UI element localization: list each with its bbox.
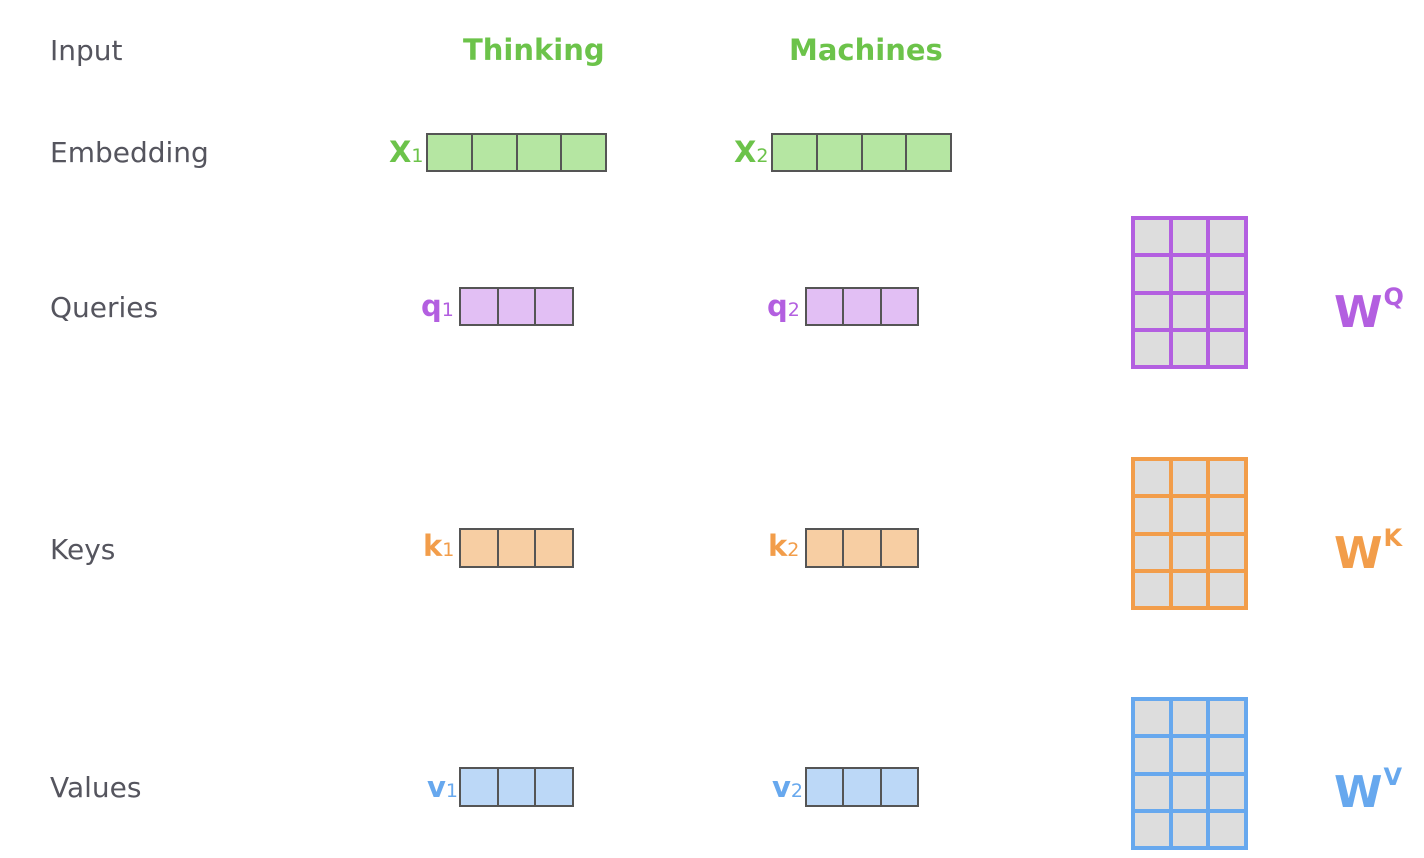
key-k2-cell [807,530,845,566]
matrix-cell [1172,572,1207,606]
row-label-input: Input [50,34,123,67]
embedding-x2-cell [907,135,950,170]
matrix-cell [1210,257,1244,291]
matrix-cell [1172,738,1207,772]
embedding-x1-cell [562,135,605,170]
matrix-cell [1172,498,1207,532]
matrix-cell [1172,220,1207,254]
matrix-cell [1172,535,1207,569]
matrix-cell [1135,775,1169,809]
input-word-thinking: Thinking [463,33,605,67]
matrix-cell [1210,701,1244,735]
weight-label-wk: WK [1334,524,1403,579]
query-q1-vector [459,287,574,326]
matrix-cell [1210,775,1244,809]
matrix-cell [1172,257,1207,291]
key-k1-cell [461,530,499,566]
value-v1-label: v1 [427,770,458,804]
query-q1-cell [461,289,499,324]
matrix-cell [1210,461,1244,495]
value-v1-cell [536,769,573,805]
key-k2-vector [805,528,919,568]
query-q2-cell [807,289,845,324]
row-label-embedding: Embedding [50,136,209,169]
embedding-x1-cell [472,135,518,170]
query-q1-cell [536,289,573,324]
query-q2-cell [844,289,882,324]
matrix-cell [1135,220,1169,254]
embedding-x1-vector [426,133,607,172]
row-label-values: Values [50,771,142,804]
embedding-x1-cell [428,135,473,170]
value-v2-cell [881,769,917,805]
embedding-x1-label: X1 [389,135,424,169]
value-v1-cell [461,769,499,805]
value-v2-label: v2 [772,770,803,804]
matrix-cell [1210,812,1244,846]
matrix-cell [1135,738,1169,772]
matrix-cell [1210,572,1244,606]
query-q2-cell [881,289,917,324]
row-label-queries: Queries [50,291,159,324]
embedding-x2-cell [862,135,908,170]
matrix-cell [1135,498,1169,532]
weight-matrix-wv [1131,697,1248,850]
key-k1-cell [536,530,573,566]
matrix-cell [1135,701,1169,735]
query-q2-vector [805,287,919,326]
weight-label-wq: WQ [1334,283,1404,338]
weight-matrix-wk [1131,457,1248,610]
value-v1-vector [459,767,574,807]
matrix-cell [1210,535,1244,569]
matrix-cell [1135,535,1169,569]
value-v2-vector [805,767,919,807]
embedding-x2-label: X2 [734,135,769,169]
embedding-x2-cell [773,135,818,170]
matrix-cell [1135,294,1169,328]
key-k2-cell [881,530,917,566]
matrix-cell [1135,257,1169,291]
key-k2-label: k2 [768,529,800,563]
query-q2-label: q2 [767,289,800,323]
matrix-cell [1172,294,1207,328]
key-k1-cell [498,530,537,566]
matrix-cell [1172,331,1207,365]
query-q1-label: q1 [421,289,454,323]
matrix-cell [1135,572,1169,606]
matrix-cell [1135,331,1169,365]
row-label-keys: Keys [50,533,116,566]
matrix-cell [1210,498,1244,532]
matrix-cell [1172,461,1207,495]
matrix-cell [1172,812,1207,846]
key-k1-label: k1 [423,529,455,563]
matrix-cell [1135,461,1169,495]
weight-label-wv: WV [1334,763,1403,818]
embedding-x2-vector [771,133,952,172]
value-v1-cell [498,769,537,805]
input-word-machines: Machines [789,33,943,67]
matrix-cell [1135,812,1169,846]
matrix-cell [1210,738,1244,772]
key-k1-vector [459,528,574,568]
value-v2-cell [807,769,845,805]
matrix-cell [1210,220,1244,254]
matrix-cell [1210,294,1244,328]
value-v2-cell [844,769,882,805]
query-q1-cell [498,289,537,324]
weight-matrix-wq [1131,216,1248,369]
embedding-x1-cell [517,135,563,170]
matrix-cell [1172,701,1207,735]
matrix-cell [1172,775,1207,809]
key-k2-cell [844,530,882,566]
matrix-cell [1210,331,1244,365]
embedding-x2-cell [817,135,863,170]
